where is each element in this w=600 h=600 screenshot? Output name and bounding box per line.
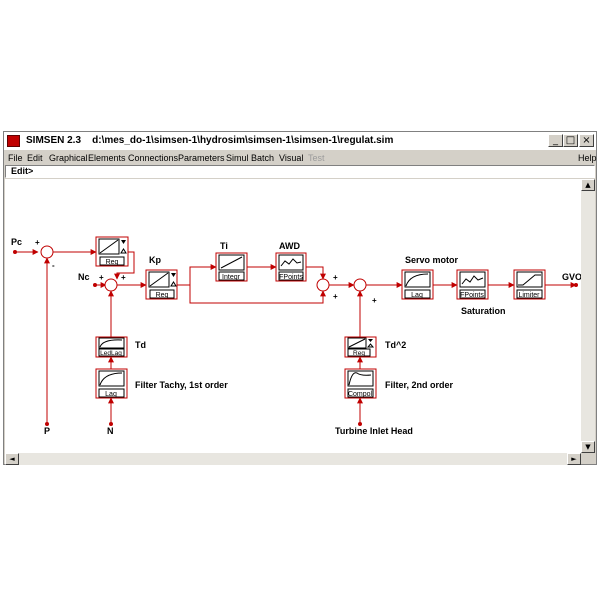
terminal-pc[interactable] xyxy=(13,250,17,254)
command-line[interactable]: Edit> xyxy=(5,165,595,178)
sum-junction-2[interactable] xyxy=(104,278,118,292)
vertical-scrollbar[interactable]: ▲ ▼ xyxy=(581,179,595,453)
block-label: Lag xyxy=(411,292,423,299)
horizontal-scrollbar[interactable]: ◄ ► xyxy=(5,453,581,465)
simsen-window: SIMSEN 2.3 d:\mes_do-1\simsen-1\hydrosim… xyxy=(3,131,597,465)
menu-help[interactable]: Help xyxy=(578,153,597,163)
menu-file[interactable]: File xyxy=(8,153,23,163)
menu-graphical[interactable]: Graphical xyxy=(49,153,88,163)
wire-split-s3 xyxy=(189,285,326,304)
sign-plus: + xyxy=(99,273,104,282)
label-ti: Ti xyxy=(220,241,228,251)
sign-plus: + xyxy=(372,296,377,305)
diagram-canvas[interactable]: Reg Reg Integr xyxy=(5,179,581,453)
label-pc: Pc xyxy=(11,237,22,247)
sum-junction-4[interactable] xyxy=(353,278,367,292)
sign-plus: + xyxy=(333,292,338,301)
block-label: LedLag xyxy=(100,350,122,357)
block-reg-td2[interactable]: Reg xyxy=(344,336,377,358)
block-label: Lag xyxy=(105,391,117,398)
label-saturation: Saturation xyxy=(461,306,506,316)
sign-plus: + xyxy=(35,238,40,247)
block-label: Reg xyxy=(156,292,169,299)
label-nc: Nc xyxy=(78,272,90,282)
label-td: Td xyxy=(135,340,146,350)
scroll-down-button[interactable]: ▼ xyxy=(581,441,595,453)
block-label: FPoints xyxy=(279,274,303,281)
block-reg-top[interactable]: Reg xyxy=(95,236,129,267)
block-limiter[interactable]: Limiter xyxy=(513,269,546,300)
block-label: FPoints xyxy=(460,292,484,299)
label-filter-tachy: Filter Tachy, 1st order xyxy=(135,380,228,390)
block-fpoints-saturation[interactable]: FPoints xyxy=(456,269,489,300)
sign-plus: + xyxy=(333,273,338,282)
label-n: N xyxy=(107,426,114,436)
menu-edit[interactable]: Edit xyxy=(27,153,43,163)
block-label: Reg xyxy=(106,259,119,266)
block-label: Reg xyxy=(353,350,365,357)
label-kp: Kp xyxy=(149,255,161,265)
scroll-right-button[interactable]: ► xyxy=(567,453,581,465)
menu-batch[interactable]: Batch xyxy=(251,153,275,163)
wire-fpoints-s3 xyxy=(306,266,326,280)
label-turbine-inlet-head: Turbine Inlet Head xyxy=(335,426,413,436)
label-filter-2nd: Filter, 2nd order xyxy=(385,380,454,390)
label-p: P xyxy=(44,426,50,436)
menu-simul[interactable]: Simul xyxy=(226,153,249,163)
block-fpoints-awd[interactable]: FPoints xyxy=(275,252,307,282)
label-servo-motor: Servo motor xyxy=(405,255,459,265)
app-icon xyxy=(7,135,20,147)
block-label: Limiter xyxy=(518,292,540,299)
terminal-p[interactable] xyxy=(45,422,49,426)
terminals xyxy=(13,250,578,426)
wire-split-integ xyxy=(189,264,217,285)
sum-junction-3[interactable] xyxy=(316,278,330,292)
sign-plus: + xyxy=(121,273,126,282)
terminal-gvo[interactable] xyxy=(574,283,578,287)
menu-bar: File Edit Graphical Elements Connections… xyxy=(4,151,597,165)
terminal-n[interactable] xyxy=(109,422,113,426)
block-integrator[interactable]: Integr xyxy=(215,252,248,282)
label-awd: AWD xyxy=(279,241,300,251)
block-diagram: Reg Reg Integr xyxy=(11,236,581,436)
block-label: Compol xyxy=(348,391,373,398)
close-button[interactable]: × xyxy=(579,134,594,147)
terminal-turbine-head[interactable] xyxy=(358,422,362,426)
sign-minus: - xyxy=(52,261,55,270)
label-td2: Td^2 xyxy=(385,340,406,350)
block-ledlag[interactable]: LedLag xyxy=(95,336,128,358)
menu-test: Test xyxy=(308,153,325,163)
scroll-left-button[interactable]: ◄ xyxy=(5,453,19,465)
block-reg-kp[interactable]: Reg xyxy=(145,269,178,300)
menu-elements[interactable]: Elements xyxy=(88,153,126,163)
maximize-button[interactable]: □ xyxy=(563,134,578,147)
wire-regtop-s2 xyxy=(114,251,135,280)
scroll-up-button[interactable]: ▲ xyxy=(581,179,595,191)
block-label: Integr xyxy=(222,274,241,281)
minimize-button[interactable]: _ xyxy=(548,134,563,147)
window-title: SIMSEN 2.3 d:\mes_do-1\simsen-1\hydrosim… xyxy=(26,135,394,146)
sum-junction-1[interactable] xyxy=(40,245,54,259)
menu-visual[interactable]: Visual xyxy=(279,153,304,163)
wires xyxy=(15,249,577,424)
summing-junctions xyxy=(40,245,367,292)
menu-connections[interactable]: Connections xyxy=(128,153,179,163)
block-lag-filter[interactable]: Lag xyxy=(95,368,128,399)
title-bar[interactable]: SIMSEN 2.3 d:\mes_do-1\simsen-1\hydrosim… xyxy=(4,132,596,150)
block-lag-servo[interactable]: Lag xyxy=(401,269,434,300)
label-gvo: GVO xyxy=(562,272,581,282)
terminal-nc[interactable] xyxy=(93,283,97,287)
block-compol[interactable]: Compol xyxy=(344,368,377,399)
menu-parameters[interactable]: Parameters xyxy=(178,153,225,163)
